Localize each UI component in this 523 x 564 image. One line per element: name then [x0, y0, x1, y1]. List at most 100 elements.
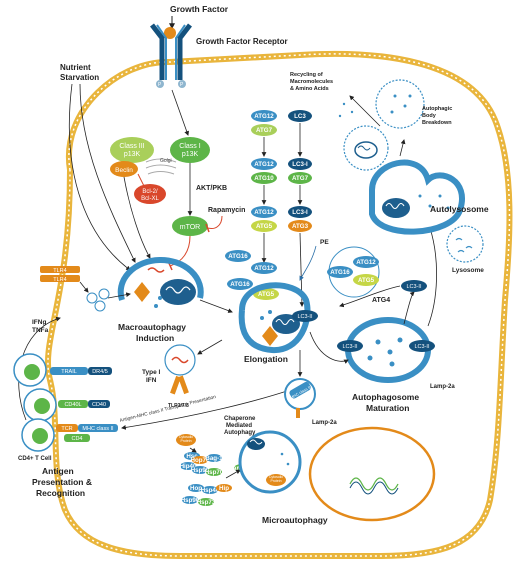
- chaperone-5-label: Hsp70: [205, 469, 224, 476]
- svg-text:Maturation: Maturation: [366, 403, 409, 413]
- svg-text:Breakdown: Breakdown: [422, 120, 452, 126]
- svg-text:Class I: Class I: [179, 143, 200, 150]
- growth-factor-label: Growth Factor: [170, 4, 229, 14]
- atg12-col-item-4: ATG12: [251, 206, 277, 218]
- chaperone-7: Hsp40: [201, 486, 220, 494]
- lc3-col-item-4: ATG3: [288, 220, 312, 232]
- svg-text:MHC class II: MHC class II: [82, 426, 114, 432]
- chaperone-8: Hip: [216, 484, 232, 492]
- svg-text:LC3-II: LC3-II: [343, 344, 358, 350]
- atg16-mid-1: ATG12: [251, 262, 277, 274]
- svg-text:Autophagy: Autophagy: [224, 430, 256, 436]
- microautophagy-label: Microautophagy: [262, 515, 328, 525]
- lysosome-label: Lysosome: [452, 267, 484, 274]
- atg12-col-item-0-label: ATG12: [254, 113, 274, 120]
- lc3-col-item-1-label: LC3-I: [292, 161, 308, 168]
- atg16-right-0: ATG16: [327, 266, 353, 278]
- lc3-col-item-0-label: LC3: [294, 113, 306, 120]
- atg16-right-2: ATG5: [353, 274, 379, 286]
- chaperone-6: Hop: [188, 484, 204, 492]
- growth-factor-receptor: Growth Factor P P Growth Factor Receptor: [150, 4, 288, 88]
- svg-text:Beclin: Beclin: [115, 167, 133, 174]
- svg-text:Mediated: Mediated: [226, 423, 252, 429]
- lc3-col-item-3: LC3-I: [288, 206, 312, 218]
- atg16-mid-3-label: ATG5: [258, 291, 275, 298]
- atg12-col-item-4-label: ATG12: [254, 209, 274, 216]
- svg-text:Rapamycin: Rapamycin: [208, 207, 245, 214]
- chaperone-1-label: Hop70: [191, 457, 210, 464]
- class1-p13k: Class I p13K AKT/PKB mTOR Rapamycin: [123, 89, 245, 271]
- atg12-col-item-3: ATG10: [251, 172, 277, 184]
- svg-text:Antigen-MHC class II Transport: Antigen-MHC class II Transport + Present…: [119, 394, 217, 424]
- svg-text:Recognition: Recognition: [36, 488, 85, 498]
- svg-text:TLR3/7/8: TLR3/7/8: [168, 403, 189, 409]
- chaperone-8-label: Hip: [219, 485, 229, 492]
- svg-text:Cytosolic: Cytosolic: [179, 435, 193, 439]
- ifng-label: IFNg: [32, 319, 46, 326]
- lc3-col-item-1: LC3-I: [288, 158, 312, 170]
- nutrient-starvation-label: Nutrient: [60, 63, 91, 72]
- chaperone-10: Hsp73: [197, 498, 216, 506]
- pe-label: PE: [320, 239, 329, 246]
- chaperone-4-label: Hsp90: [191, 467, 210, 474]
- svg-text:mTOR: mTOR: [180, 224, 200, 231]
- svg-text:TLR4: TLR4: [53, 277, 66, 283]
- atg12-col-item-5: ATG5: [251, 220, 277, 232]
- svg-text:Autophagic: Autophagic: [422, 106, 452, 112]
- svg-text:P: P: [158, 82, 162, 88]
- cma-lysosome: Cytosolic Protein: [238, 430, 302, 494]
- svg-text:LC3-II: LC3-II: [415, 344, 430, 350]
- svg-text:Type I: Type I: [142, 369, 160, 376]
- lysosome: [446, 225, 484, 263]
- lc3-col-item-2-label: ATG7: [292, 175, 309, 182]
- atg16-mid-0-label: ATG16: [228, 253, 248, 260]
- atg16-right-0-label: ATG16: [330, 269, 350, 276]
- atg12-col-item-2-label: ATG12: [254, 161, 274, 168]
- chaperone-10-label: Hsp73: [197, 499, 216, 506]
- svg-text:Induction: Induction: [136, 333, 174, 343]
- induction-phagophore: [117, 256, 204, 308]
- chaperone-5: Hsp70: [205, 468, 224, 476]
- svg-text:Presentation &: Presentation &: [32, 477, 92, 487]
- atg16-right-1: ATG12: [353, 256, 379, 268]
- growth-factor-receptor-label: Growth Factor Receptor: [196, 37, 288, 46]
- chaperone-3-label: Hip40: [180, 463, 197, 470]
- svg-text:CD40L: CD40L: [64, 402, 81, 408]
- atg16-mid-2-label: ATG16: [230, 281, 250, 288]
- t-cells: TRAIL DR4/5 CD40L CD40 TCR MHC class II …: [13, 353, 118, 452]
- svg-text:& Amino Acids: & Amino Acids: [290, 86, 329, 92]
- autophagosome-maturation-label: Autophagosome: [352, 392, 419, 402]
- chaperone-1: Hop70: [191, 456, 210, 464]
- svg-text:Recycling of: Recycling of: [290, 72, 323, 78]
- svg-text:TCR: TCR: [61, 426, 72, 432]
- svg-text:Lamp-2a: Lamp-2a: [430, 384, 455, 390]
- chaperone-4: Hsp90: [191, 466, 210, 474]
- mhc-vesicle: MHC class II: [284, 350, 316, 418]
- svg-text:DR4/5: DR4/5: [92, 369, 108, 375]
- svg-text:p13K: p13K: [124, 151, 141, 158]
- svg-text:p13K: p13K: [182, 151, 199, 158]
- chaperone-0-label: Hsc: [186, 453, 198, 460]
- type1-ifn-vesicle: [164, 339, 223, 395]
- svg-text:CD4+ T Cell: CD4+ T Cell: [18, 456, 52, 462]
- tlr4-receptor: TLR4 TLR4: [40, 266, 131, 312]
- macroautophagy-induction-label: Macroautophagy: [118, 322, 186, 332]
- antigen-presentation-label: Antigen: [42, 466, 74, 476]
- svg-text:Class III: Class III: [119, 143, 144, 150]
- atg16-mid-2: ATG16: [227, 278, 253, 290]
- svg-text:Protein: Protein: [270, 479, 281, 483]
- growth-factor-ligand: [164, 27, 176, 39]
- svg-text:TRAIL: TRAIL: [61, 369, 77, 375]
- svg-text:LC3-II: LC3-II: [298, 314, 313, 320]
- atg12-col-item-3-label: ATG10: [254, 175, 274, 182]
- svg-text:TLR4: TLR4: [53, 268, 66, 274]
- svg-text:CD40: CD40: [92, 402, 106, 408]
- svg-text:Golgi: Golgi: [160, 158, 172, 164]
- chaperone-9: Hsp90: [181, 496, 200, 504]
